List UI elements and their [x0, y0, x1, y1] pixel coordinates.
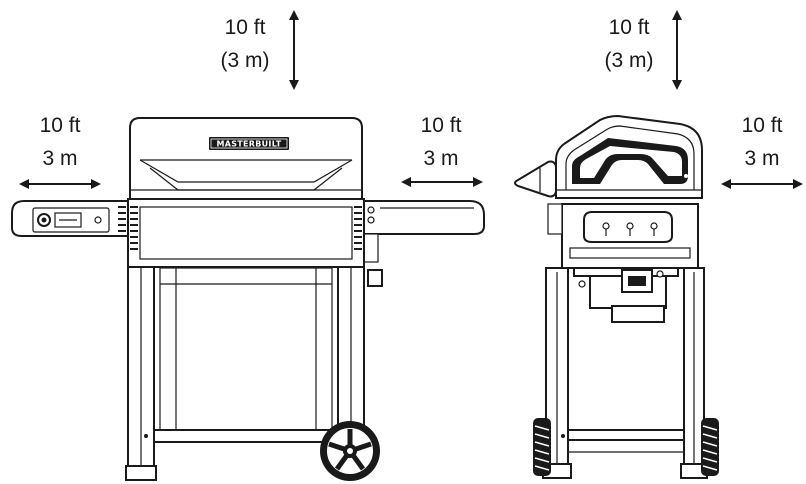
- front-right-clearance: 10 ft 3 m: [401, 114, 483, 187]
- front-right-clearance-m: 3 m: [423, 147, 458, 170]
- brand-badge: [209, 137, 289, 150]
- right-side-shelf: [363, 200, 485, 235]
- front-top-clearance-m: (3 m): [221, 49, 270, 72]
- front-wheel: [320, 421, 380, 481]
- front-top-clearance-ft: 10 ft: [225, 16, 266, 39]
- front-lid: [129, 117, 363, 200]
- side-top-clearance-m: (3 m): [605, 49, 654, 72]
- front-left-clearance: 10 ft 3 m: [19, 114, 101, 189]
- side-top-clearance-ft: 10 ft: [609, 16, 650, 39]
- grill-side-view: [514, 114, 719, 479]
- side-right-clearance-ft: 10 ft: [742, 114, 783, 137]
- side-right-wheel: [701, 418, 719, 476]
- side-front-handle: [514, 160, 557, 198]
- side-top-clearance: 10 ft (3 m): [605, 9, 682, 90]
- front-bottom-rail: [153, 429, 339, 443]
- brand-logo-text: MASTERBUILT: [216, 140, 281, 149]
- front-top-clearance: 10 ft (3 m): [221, 9, 299, 90]
- front-right-clearance-ft: 10 ft: [421, 114, 462, 137]
- side-lid-window: [572, 138, 688, 184]
- grill-front-view: MASTERBUILT: [11, 117, 485, 481]
- tool-hook: [367, 269, 383, 287]
- side-right-clearance: 10 ft 3 m: [721, 114, 803, 189]
- front-left-clearance-m: 3 m: [42, 147, 77, 170]
- front-cabinet-panel: [159, 267, 333, 431]
- front-left-clearance-ft: 10 ft: [40, 114, 81, 137]
- side-left-wheel: [533, 418, 551, 476]
- side-right-clearance-m: 3 m: [744, 147, 779, 170]
